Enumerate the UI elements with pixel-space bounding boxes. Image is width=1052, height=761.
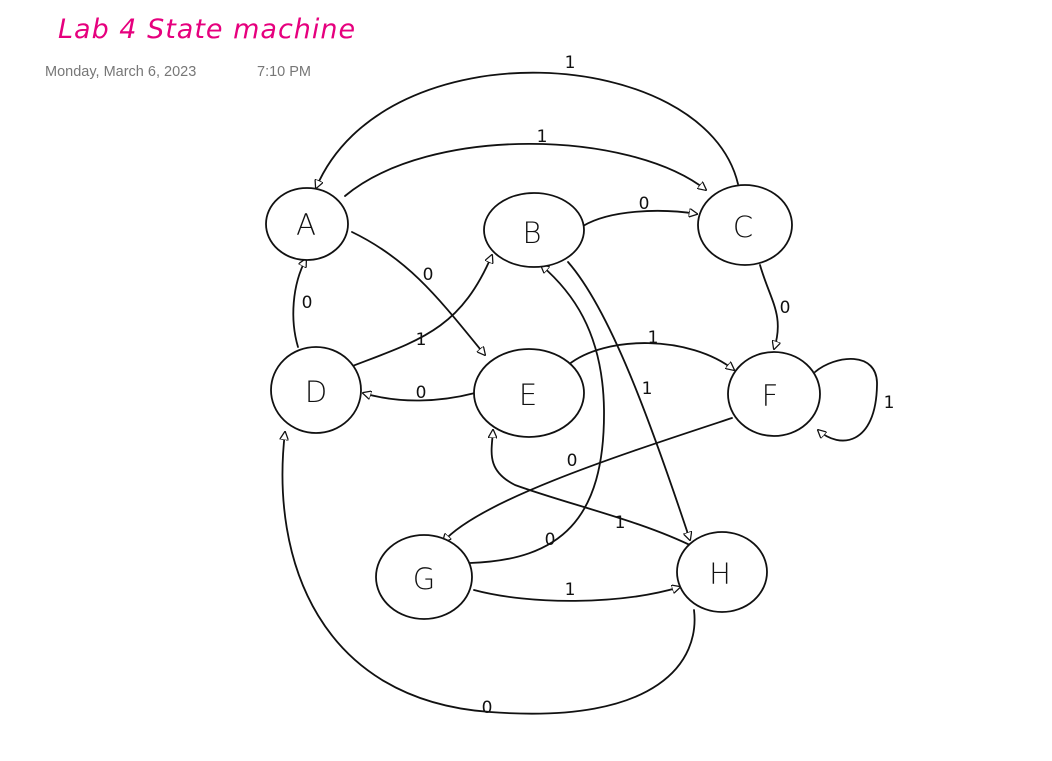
state-c-label: C — [733, 210, 753, 244]
transition-e-to-f — [567, 342, 734, 370]
transition-g-to-h — [473, 587, 680, 602]
label-e-to-d: 0 — [416, 383, 427, 403]
state-c: C — [697, 184, 793, 266]
state-g: G — [375, 534, 473, 620]
transition-c-to-f — [759, 264, 778, 349]
state-g-label: G — [413, 562, 435, 596]
page-date: Monday, March 6, 2023 — [45, 64, 197, 80]
transition-h-to-d — [282, 432, 696, 715]
label-f-to-g: 0 — [567, 451, 578, 471]
label-b-to-c: 0 — [639, 194, 650, 214]
label-c-to-a: 1 — [565, 53, 576, 73]
transition-d-to-a — [292, 259, 306, 348]
state-b: B — [483, 192, 585, 268]
label-d-to-a: 0 — [302, 293, 313, 313]
state-d-label: D — [305, 375, 327, 409]
transition-f-self-loop — [814, 357, 878, 442]
state-h: H — [676, 531, 768, 613]
transition-a-to-c — [344, 143, 706, 197]
state-f-label: F — [762, 379, 779, 413]
transition-a-to-e — [351, 231, 485, 355]
label-h-to-d: 0 — [482, 698, 493, 718]
label-c-to-f: 0 — [780, 298, 791, 318]
transition-labels: 1 1 0 0 0 0 1 0 1 1 1 0 0 1 1 0 — [302, 53, 895, 718]
transition-b-to-h — [567, 261, 690, 540]
label-b-to-h: 1 — [642, 379, 653, 399]
transition-d-to-b — [349, 255, 492, 368]
state-a: A — [265, 187, 349, 261]
label-d-to-b: 1 — [416, 330, 427, 350]
transition-f-to-g — [443, 417, 733, 542]
state-h-label: H — [709, 557, 731, 591]
states: A B C D E F G H — [265, 184, 821, 620]
label-h-to-e: 1 — [615, 513, 626, 533]
label-g-to-b: 0 — [545, 530, 556, 550]
label-f-self-loop: 1 — [884, 393, 895, 413]
label-a-to-e: 0 — [423, 265, 434, 285]
state-a-label: A — [296, 208, 316, 242]
transitions — [282, 71, 878, 715]
state-e: E — [473, 348, 585, 438]
state-f: F — [727, 351, 821, 437]
state-e-label: E — [519, 378, 537, 412]
transition-c-to-a — [316, 71, 739, 188]
state-d: D — [270, 346, 362, 434]
label-e-to-f: 1 — [648, 328, 659, 348]
page-time: 7:10 PM — [257, 64, 311, 80]
page-title: Lab 4 State machine — [58, 14, 357, 45]
transition-b-to-c — [582, 211, 697, 227]
transition-g-to-b — [469, 265, 605, 564]
label-a-to-c: 1 — [537, 127, 548, 147]
state-b-label: B — [523, 216, 542, 250]
transition-h-to-e — [492, 430, 697, 549]
transition-e-to-d — [363, 393, 476, 402]
label-g-to-h: 1 — [565, 580, 576, 600]
